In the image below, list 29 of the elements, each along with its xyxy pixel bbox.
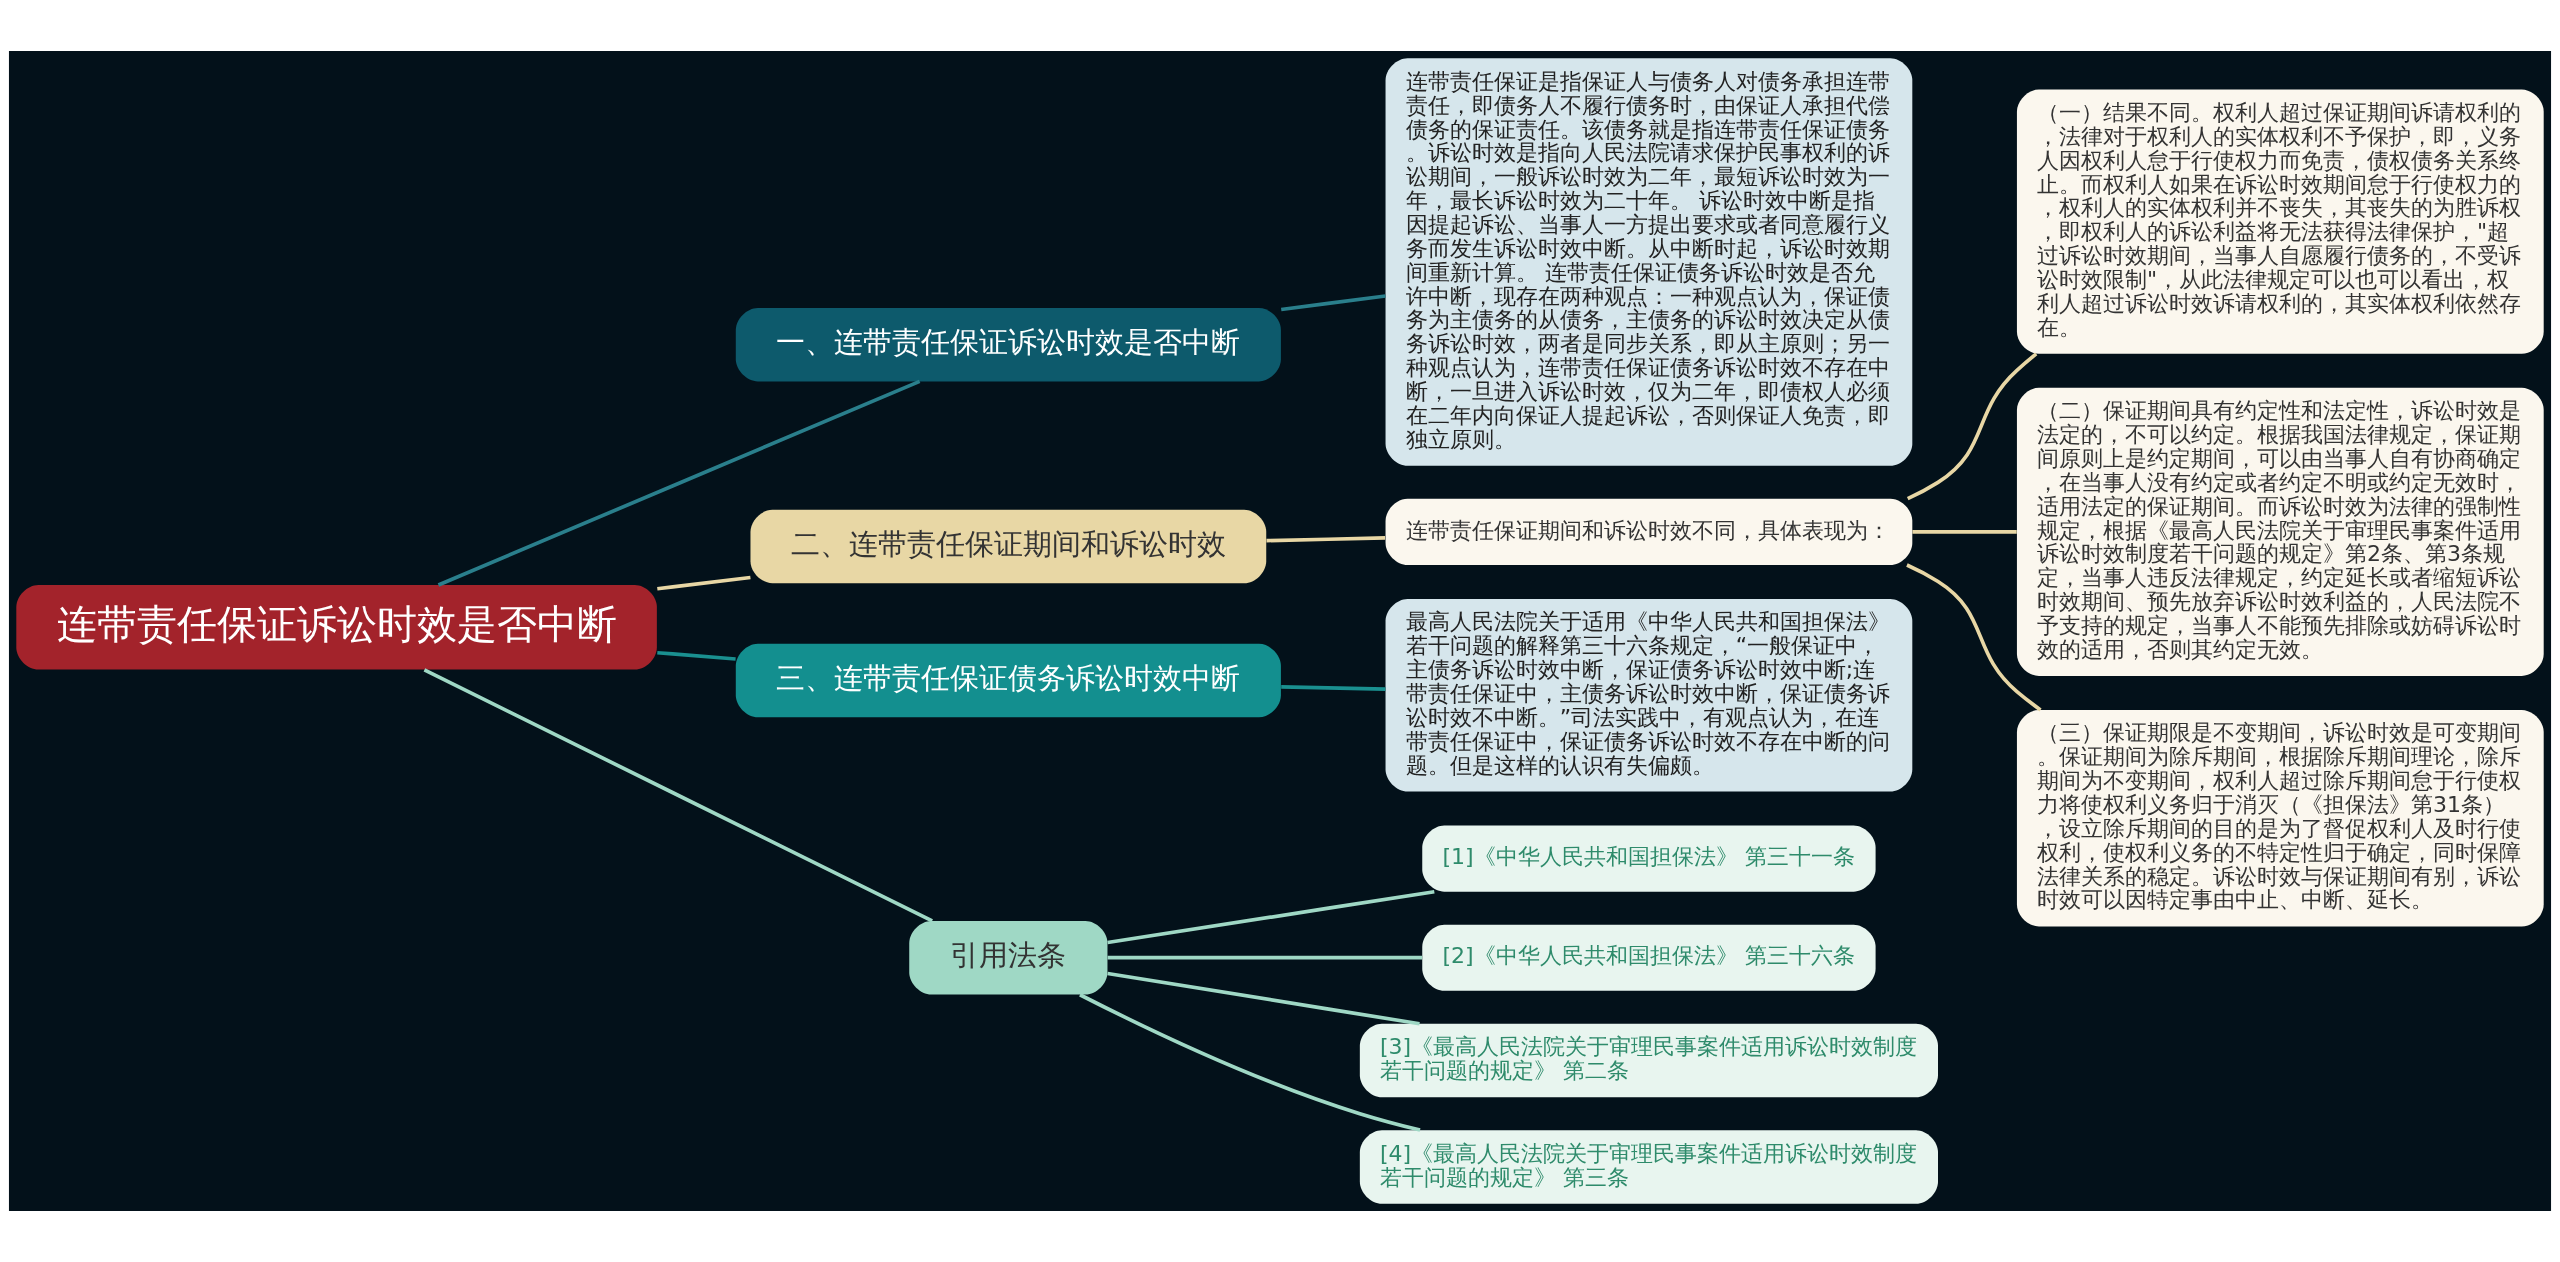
node-box: 连带责任保证是指保证人与债务人对债务承担连带责任，即债务人不履行债务时，由保证人承担代偿债务的保证责任。该债务就是指连带责任保证债务。诉讼时效是指向人民法院请求保护民事权利的诉讼期间，一般诉讼时效为二年，最短诉讼时效为一年，最长诉讼时效为二十年。 诉讼时效中断是指因提起诉讼、当事人一方提出要求或者同意履行义务而发生诉讼时效中断。从中断时起，诉讼时效期间重新计算。 连带责任保证债务诉讼时效是否允许中断，现存在两种观点：一种观点认为，保证债务为主债务的从债务，主债务的诉讼时效决定从债务诉讼时效，两者是同步关系，即从主原则；另一种观点认为，连带责任保证债务诉讼时效不存在中断，一旦进入诉讼时效，仅为二年，即债权人必须在二年内向保证人提起诉讼，否则保证人免责，即独立原则。 <box>1385 58 1913 466</box>
node-box: （二）保证期间具有约定性和法定性，诉讼时效是法定的，不可以约定。根据我国法律规定，保证期间原则上是约定期间，可以由当事人自有协商确定，在当事人没有约定或者约定不明或约定无效时，适用法定的保证期间。而诉讼时效为法律的强制性规定，根据《最高人民法院关于审理民事案件适用诉讼时效制度若干问题的规定》第2条、第3条规定，当事人违反法律规定，约定延长或者缩短诉讼时效期间、预先放弃诉讼时效利益的，人民法院不予支持的规定，当事人不能预先排除或妨碍诉讼时效的适用，否则其约定无效。 <box>2016 387 2544 676</box>
connector <box>1912 530 2017 534</box>
node-box: 引用法条 <box>909 921 1108 995</box>
node-box: [4]《最高人民法院关于审理民事案件适用诉讼时效制度若干问题的规定》 第三条 <box>1359 1130 1938 1204</box>
connector <box>1107 955 1423 960</box>
connector <box>657 575 751 591</box>
connector <box>1906 563 2042 712</box>
connector <box>423 668 933 923</box>
connector <box>1281 684 1386 692</box>
connector <box>1107 971 1420 1026</box>
node-box: 二、连带责任保证期间和诉讼时效 <box>750 509 1267 584</box>
node-box: [1]《中华人民共和国担保法》 第三十一条 <box>1422 825 1876 892</box>
connector <box>1107 889 1435 945</box>
connector <box>1906 352 2038 501</box>
node-box: [2]《中华人民共和国担保法》 第三十六条 <box>1422 924 1876 991</box>
connector <box>437 379 921 587</box>
node-box: （一）结果不同。权利人超过保证期间诉请权利的，法律对于权利人的实体权利不予保护，即，义务人因权利人怠于行使权力而免责，债权债务关系终止。而权利人如果在诉讼时效期间怠于行使权力的，权利人的实体权利并不丧失，其丧失的为胜诉权，即权利人的诉讼利益将无法获得法律保护，"超过诉讼时效期间，当事人自愿履行债务的，不受诉讼时效限制"，从此法律规定可以也可以看出，权利人超过诉讼时效诉请权利的，其实体权利依然存在。 <box>2016 89 2544 354</box>
node-box: 一、连带责任保证诉讼时效是否中断 <box>735 307 1281 382</box>
node-box: 连带责任保证诉讼时效是否中断 <box>16 585 657 670</box>
connector <box>657 650 736 661</box>
connector <box>1079 993 1421 1132</box>
node-box: 最高人民法院关于适用《中华人民共和国担保法》若干问题的解释第三十六条规定，“一般保证中，主债务诉讼时效中断，保证债务诉讼时效中断;连带责任保证中，主债务诉讼时效中断，保证债务诉讼时效不中断。”司法实践中，有观点认为，在连带责任保证中，保证债务诉讼时效不存在中断的问题。但是这样的认识有失偏颇。 <box>1385 598 1913 792</box>
node-box: （三）保证期限是不变期间，诉讼时效是可变期间。保证期间为除斥期间，根据除斥期间理论，除斥期间为不变期间，权利人超过除斥期间怠于行使权力将使权利义务归于消灭（《担保法》第31条），设立除斥期间的目的是为了督促权利人及时行使权利，使权利义务的不特定性归于确定，同时保障法律关系的稳定。诉讼时效与保证期间有别，诉讼时效可以因特定事由中止、中断、延长。 <box>2016 709 2544 927</box>
node-box: 连带责任保证期间和诉讼时效不同，具体表现为： <box>1385 498 1913 565</box>
connector <box>1280 294 1386 312</box>
node-box: 三、连带责任保证债务诉讼时效中断 <box>735 643 1281 718</box>
node-box: [3]《最高人民法院关于审理民事案件适用诉讼时效制度若干问题的规定》 第二条 <box>1359 1023 1938 1098</box>
connector <box>1266 536 1386 543</box>
